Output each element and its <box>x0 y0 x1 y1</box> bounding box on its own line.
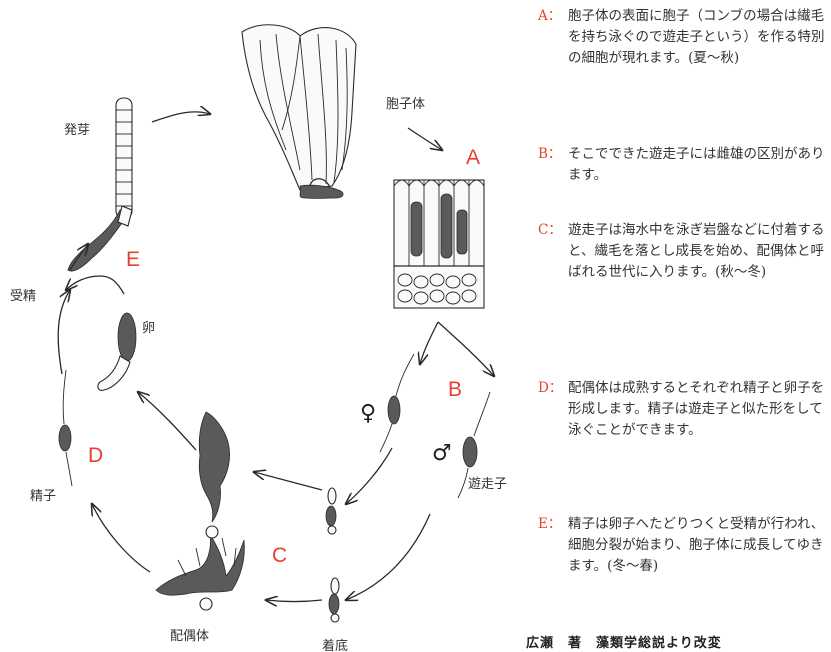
explanation-letter: A： <box>538 6 561 27</box>
sperm-label: 精子 <box>30 489 56 504</box>
explanation-letter: E： <box>538 514 561 535</box>
egg-label: 卵 <box>142 321 155 336</box>
stage-letter-c: C <box>272 544 287 567</box>
gametophyte-illustration <box>156 534 244 610</box>
explanation-a: A： 胞子体の表面に胞子（コンブの場合は繊毛を持ち泳ぐので遊走子という）を作る特… <box>528 6 828 118</box>
explanation-e: E： 精子は卵子へたどりつくと受精が行われ、細胞分裂が始まり、胞子体に成長してゆ… <box>528 514 828 624</box>
explanation-letter: C： <box>538 220 562 241</box>
settlement-label: 着底 <box>322 638 348 652</box>
sperm-illustration <box>59 370 72 486</box>
female-zoospore-illustration <box>380 354 414 452</box>
gametophyte-label: 配偶体 <box>170 629 209 644</box>
stage-letter-e: E <box>126 248 140 271</box>
explanation-text: 胞子体の表面に胞子（コンブの場合は繊毛を持ち泳ぐので遊走子という）を作る特別の細… <box>568 6 826 69</box>
female-symbol: ♀ <box>360 401 376 426</box>
egg-illustration <box>98 313 136 390</box>
female-gametophyte-illustration <box>199 412 229 538</box>
stage-letter-b: B <box>448 378 462 401</box>
stage-letter-d: D <box>88 444 103 467</box>
explanation-text: そこでできた遊走子には雌雄の区別があります。 <box>568 144 826 186</box>
explanation-b: B： そこでできた遊走子には雌雄の区別があります。 <box>528 144 828 194</box>
sporophyte-label: 胞子体 <box>386 97 425 112</box>
male-symbol: ♂ <box>432 441 452 466</box>
stage-letter-a: A <box>466 146 480 169</box>
settled-spore-lower <box>329 578 339 622</box>
germination-label: 発芽 <box>64 123 90 138</box>
explanation-text: 精子は卵子へたどりつくと受精が行われ、細胞分裂が始まり、胞子体に成長してゆきます… <box>568 514 826 577</box>
explanation-c: C： 遊走子は海水中を泳ぎ岩盤などに付着すると、繊毛を落とし成長を始め、配偶体と… <box>528 220 828 350</box>
settled-spore-upper <box>326 488 336 534</box>
explanation-text: 配偶体は成熟するとそれぞれ精子と卵子を形成します。精子は遊走子と似た形をして泳ぐ… <box>568 378 826 441</box>
zoospore-label: 遊走子 <box>468 477 507 492</box>
explanation-d: D： 配偶体は成熟するとそれぞれ精子と卵子を形成します。精子は遊走子と似た形をし… <box>528 378 828 488</box>
explanation-letter: B： <box>538 144 561 165</box>
fertilization-label: 受精 <box>10 289 36 304</box>
kelp-life-cycle-diagram: 胞子体 発芽 受精 卵 精子 配偶体 着底 遊走子 ♀ ♂ A B C D E <box>0 0 520 652</box>
sporophyte-illustration <box>242 25 356 199</box>
source-credit: 広瀬 著 藻類学総説より改変 <box>526 632 722 651</box>
explanation-text: 遊走子は海水中を泳ぎ岩盤などに付着すると、繊毛を落とし成長を始め、配偶体と呼ばれ… <box>568 220 826 283</box>
sporangia-cross-section <box>394 180 484 308</box>
explanation-letter: D： <box>538 378 562 399</box>
